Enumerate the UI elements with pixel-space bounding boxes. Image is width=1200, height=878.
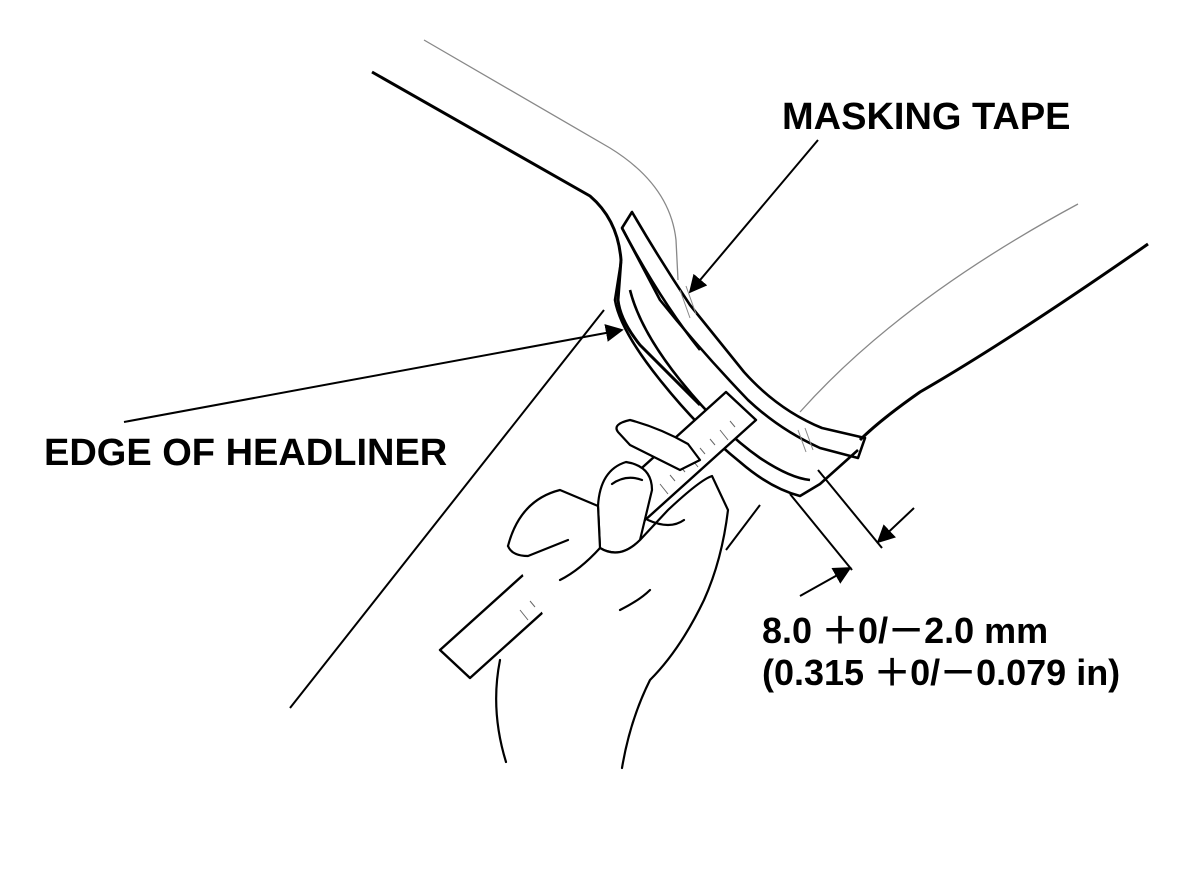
right-roof-edge bbox=[858, 242, 1149, 442]
tape-texture bbox=[679, 285, 814, 453]
left-pillar-line bbox=[289, 309, 605, 709]
right-contour-line bbox=[799, 203, 1079, 413]
headliner-leader bbox=[123, 324, 624, 423]
masking-tape-leader bbox=[688, 139, 819, 294]
background-contours bbox=[423, 39, 1079, 413]
hand-index-finger bbox=[615, 418, 702, 472]
dimension-arrow-upper bbox=[876, 507, 915, 544]
dimension-arrow-lower bbox=[799, 567, 852, 597]
masking-tape bbox=[620, 210, 867, 460]
masking-tape-label: MASKING TAPE bbox=[782, 96, 1071, 138]
glass-outline bbox=[371, 70, 1149, 442]
hand-palm bbox=[506, 474, 730, 770]
tape-fold-line bbox=[620, 227, 702, 351]
hand-wrist bbox=[495, 658, 508, 764]
dimension-mm-label: 8.0 ＋0/－2.0 mm bbox=[762, 610, 1049, 651]
hand bbox=[495, 418, 730, 770]
extension-line-inner bbox=[789, 493, 853, 571]
dimension-in-label: (0.315 ＋0/－0.079 in) bbox=[762, 652, 1121, 693]
center-pillar-line bbox=[725, 504, 761, 551]
hand-knuckle-lines bbox=[506, 518, 686, 612]
hand-thumbnail bbox=[610, 476, 644, 486]
pillar-lines bbox=[289, 309, 761, 709]
tape-outer-edge bbox=[620, 210, 867, 460]
extension-line-outer bbox=[817, 469, 883, 549]
upper-contour-line bbox=[423, 39, 679, 281]
dimension-marker bbox=[789, 469, 915, 597]
upper-roof-edge bbox=[371, 70, 702, 407]
callouts bbox=[123, 139, 819, 423]
edge-of-headliner-label: EDGE OF HEADLINER bbox=[44, 432, 448, 474]
